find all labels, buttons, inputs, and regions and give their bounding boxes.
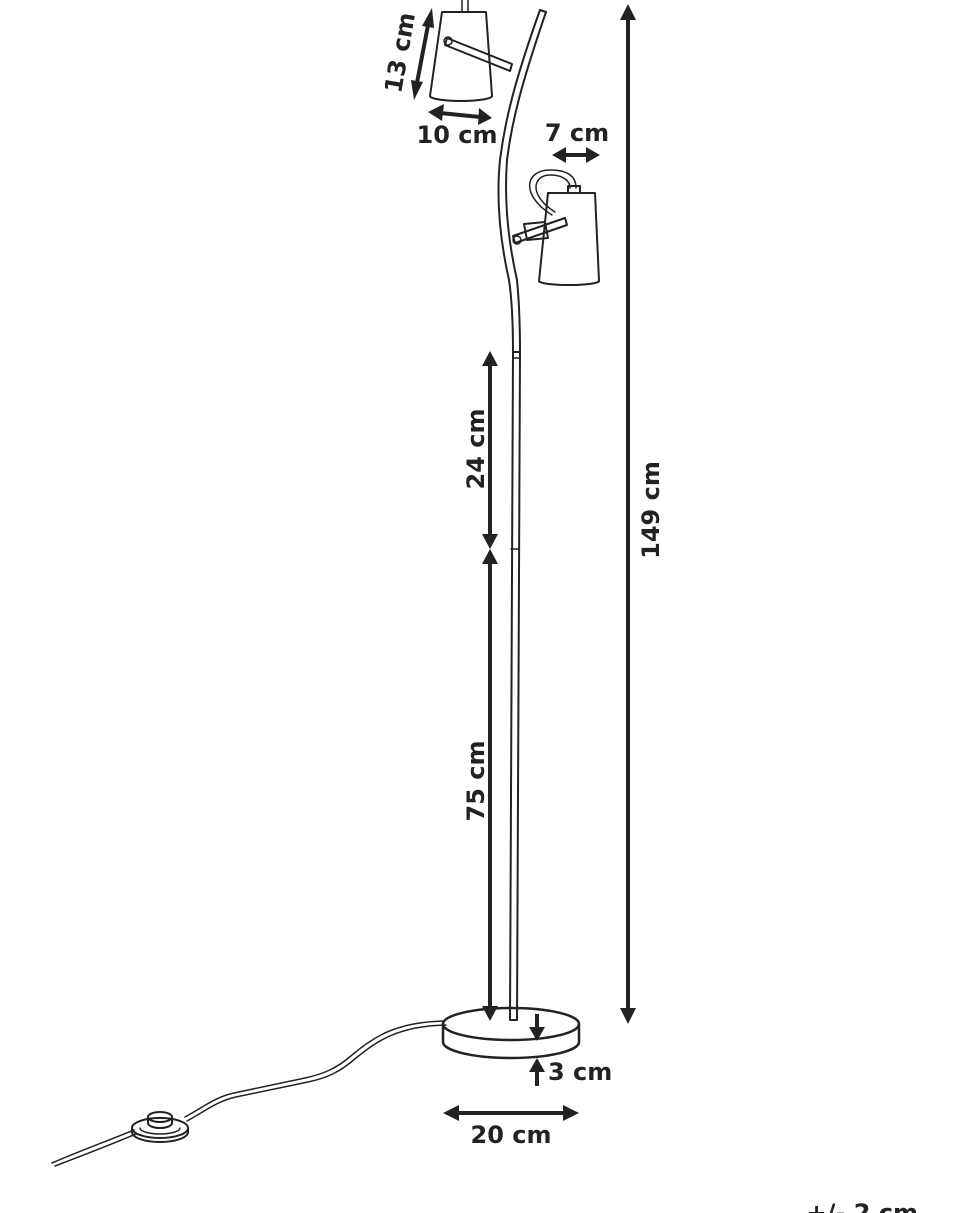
power-cable [184, 1020, 445, 1118]
dimension-total-height [620, 4, 636, 1024]
floor-lamp [51, 0, 600, 1167]
label-shade-depth: 7 cm [545, 119, 609, 147]
dimension-shade-depth [552, 147, 600, 163]
dimension-base-height [529, 1014, 545, 1086]
foot-switch [131, 1111, 189, 1143]
label-tolerance: +/- 2 cm [807, 1199, 918, 1213]
label-shade-width: 10 cm [417, 121, 498, 149]
dimension-upper-pole [482, 351, 498, 549]
label-lower-pole: 75 cm [462, 741, 490, 822]
lamp-pole [497, 9, 547, 1021]
upper-spotlight [429, 0, 513, 102]
dimension-shade-width [428, 104, 492, 125]
power-cable-plug-2 [54, 1133, 137, 1167]
label-upper-pole: 24 cm [462, 409, 490, 490]
power-cable-plug [51, 1129, 135, 1164]
label-base-diameter: 20 cm [471, 1121, 552, 1149]
lower-spotlight [512, 169, 600, 286]
power-cable-2 [186, 1024, 447, 1122]
dimension-base-diameter [443, 1105, 579, 1121]
label-base-height: 3 cm [548, 1058, 612, 1086]
label-total-height: 149 cm [637, 461, 665, 559]
dimension-shade-height [411, 8, 434, 100]
dimension-lower-pole [482, 549, 498, 1021]
